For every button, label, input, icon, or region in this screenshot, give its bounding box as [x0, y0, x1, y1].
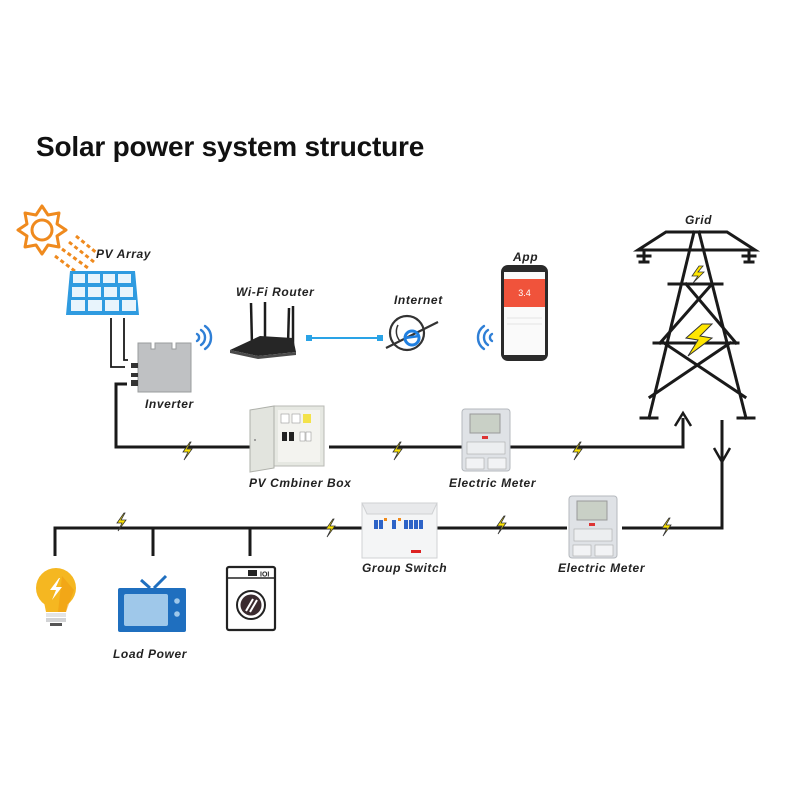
router-icon	[230, 302, 296, 359]
washing-machine-icon: IOI	[225, 565, 277, 632]
combiner-box-icon	[249, 405, 325, 473]
tower-bolt-large	[684, 323, 714, 357]
app-screen-value: 3.4	[518, 288, 531, 298]
wifi-signal-icon	[195, 324, 213, 351]
sun-icon	[16, 204, 68, 256]
internet-globe-icon	[385, 314, 439, 352]
bolt-icon	[572, 441, 583, 461]
breaker-panel-icon	[361, 502, 438, 559]
label-group-switch: Group Switch	[362, 561, 448, 575]
arrow-up-to-grid	[673, 410, 693, 427]
svg-text:IOI: IOI	[260, 572, 269, 579]
label-combiner-box: PV Cmbiner Box	[249, 476, 352, 490]
smartphone-icon: 3.4	[501, 265, 548, 361]
wire-panel-inverter-1	[110, 318, 125, 368]
electric-meter-icon	[461, 408, 511, 472]
label-electric-meter-top: Electric Meter	[449, 476, 537, 490]
inverter-icon	[131, 342, 192, 393]
label-wifi-router: Wi-Fi Router	[236, 285, 315, 299]
sun-rays	[54, 234, 99, 277]
tv-icon	[118, 574, 186, 632]
tower-bolt-small	[691, 265, 705, 284]
transmission-tower-icon	[632, 230, 761, 420]
label-pv-array: PV Array	[96, 247, 152, 261]
bolt-icon	[392, 441, 403, 461]
wires	[53, 318, 732, 556]
diagram-title: Solar power system structure	[36, 131, 425, 162]
label-inverter: Inverter	[145, 397, 194, 411]
light-bulb-icon	[36, 568, 76, 626]
label-grid: Grid	[685, 213, 713, 227]
wire-switch-loads	[53, 526, 362, 556]
solar-panel-icon	[66, 271, 139, 315]
arrow-down-from-grid	[712, 447, 732, 465]
bolt-icon	[325, 518, 336, 538]
wire-grid-down	[622, 420, 724, 530]
bolt-icon	[496, 515, 507, 535]
wire-inverter-output	[114, 382, 250, 449]
label-app: App	[513, 250, 539, 264]
electric-meter-icon	[568, 495, 618, 559]
data-link	[306, 335, 383, 341]
wire-meter-grid	[510, 418, 685, 449]
wifi-signal-icon	[476, 324, 494, 351]
bolt-icon	[661, 517, 672, 537]
label-load-power: Load Power	[113, 647, 188, 661]
label-internet: Internet	[394, 293, 443, 307]
bolt-icon	[182, 441, 193, 461]
wire-panel-inverter-2	[123, 318, 128, 361]
label-electric-meter-bottom: Electric Meter	[558, 561, 646, 575]
